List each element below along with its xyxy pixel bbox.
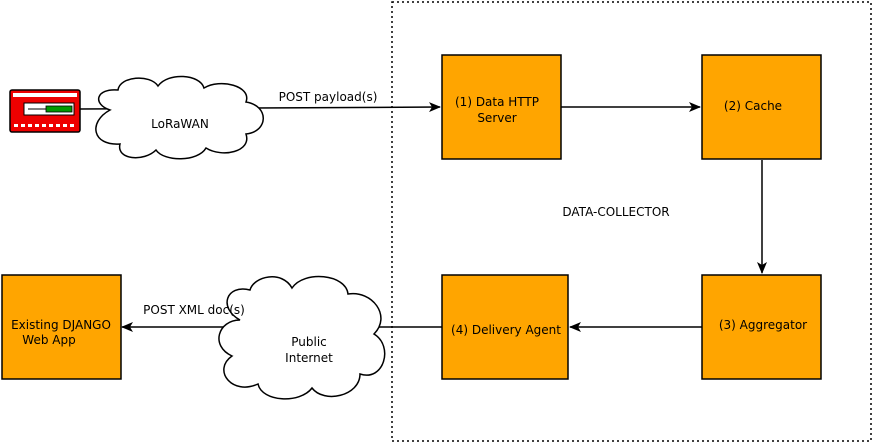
node-django-web-app: Existing DJANGO Web App	[1, 274, 122, 380]
django-web-app-label-line-2: Web App	[22, 333, 75, 347]
data-http-server-box	[441, 54, 562, 160]
delivery-agent-label: (4) Delivery Agent	[451, 323, 561, 337]
public-internet-label-line-1: Public	[291, 335, 327, 349]
cache-label: (2) Cache	[724, 99, 782, 113]
device-antenna-bar	[45, 105, 73, 113]
node-cache: (2) Cache	[701, 54, 822, 160]
aggregator-label: (3) Aggregator	[719, 318, 807, 332]
data-collector-boundary	[391, 1, 872, 442]
delivery-agent-box	[441, 274, 569, 380]
data-collector-label: DATA-COLLECTOR	[562, 205, 669, 219]
post-xml-label: POST XML doc(s)	[143, 303, 245, 317]
public-internet-cloud: Public Internet	[218, 275, 386, 400]
django-web-app-label-line-1: Existing DJANGO	[11, 318, 111, 332]
data-http-server-label-line-1: (1) Data HTTP	[455, 95, 539, 109]
node-aggregator: (3) Aggregator	[701, 274, 822, 380]
django-web-app-box	[1, 274, 122, 380]
data-http-server-label-line-2: Server	[477, 111, 516, 125]
node-delivery-agent: (4) Delivery Agent	[441, 274, 569, 380]
node-data-http-server: (1) Data HTTP Server	[441, 54, 562, 160]
lora-sensor-device-icon	[9, 89, 81, 133]
post-payload-label: POST payload(s)	[279, 90, 378, 104]
public-internet-label-line-2: Internet	[285, 351, 333, 365]
lorawan-cloud-shape	[95, 75, 264, 160]
public-internet-cloud-shape	[218, 275, 386, 400]
cache-box	[701, 54, 822, 160]
device-top-strip	[13, 93, 77, 97]
lorawan-label: LoRaWAN	[151, 117, 209, 131]
aggregator-box	[701, 274, 822, 380]
lorawan-cloud: LoRaWAN	[95, 75, 264, 160]
device-vent-slots	[14, 124, 74, 127]
